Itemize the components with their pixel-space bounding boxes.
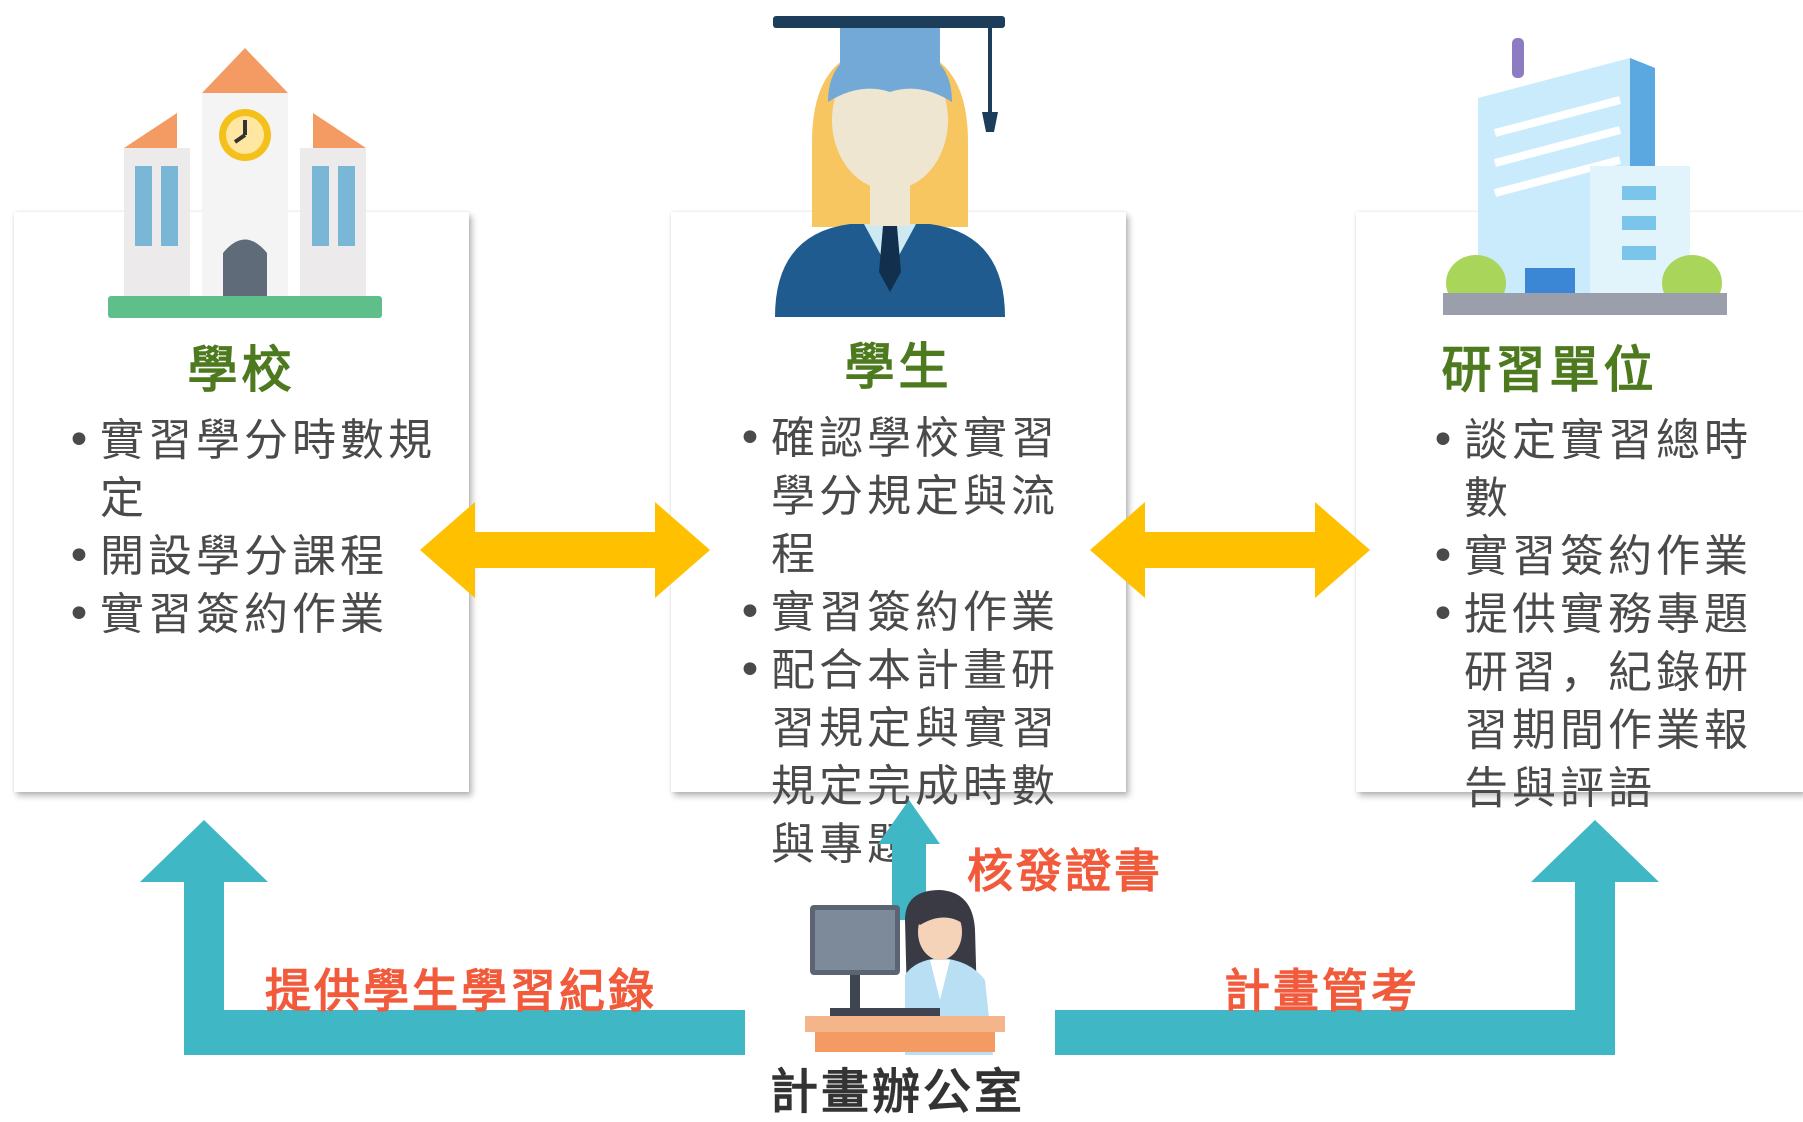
graduate-student-icon <box>773 16 1005 317</box>
to-school-label: 提供學生學習紀錄 <box>265 964 657 1018</box>
school-student-double-arrow <box>420 502 710 598</box>
student-duty-item: 配合本計畫研習規定與實習規定完成時數與專題 <box>737 642 1081 874</box>
student-card: 學生 確認學校實習學分規定與流程 實習簽約作業 配合本計畫研習規定與實習規定完成… <box>671 212 1126 870</box>
student-duty-item: 實習簽約作業 <box>737 584 1081 642</box>
unit-title: 研習單位 <box>1441 341 1658 399</box>
office-building-icon <box>1443 38 1727 315</box>
school-duties-list: 實習學分時數規定 開設學分課程 實習簽約作業 <box>64 412 460 644</box>
school-title: 學校 <box>187 341 296 399</box>
unit-duty-item: 提供實務專題研習，紀錄研習期間作業報告與評語 <box>1430 586 1774 818</box>
school-building-icon <box>108 48 382 318</box>
student-duties-list: 確認學校實習學分規定與流程 實習簽約作業 配合本計畫研習規定與實習規定完成時數與… <box>735 410 1081 874</box>
office-title: 計畫辦公室 <box>770 1064 1026 1120</box>
school-duty-item: 實習學分時數規定 <box>66 412 460 528</box>
student-title: 學生 <box>844 338 953 396</box>
student-unit-double-arrow <box>1090 502 1370 598</box>
student-duty-item: 確認學校實習學分規定與流程 <box>737 410 1081 584</box>
unit-duty-item: 實習簽約作業 <box>1430 528 1774 586</box>
unit-duty-item: 談定實習總時數 <box>1430 412 1774 528</box>
school-duty-item: 開設學分課程 <box>66 528 460 586</box>
office-worker-icon <box>805 890 1005 1055</box>
to-student-label: 核發證書 <box>967 844 1163 898</box>
to-school-arrow <box>140 820 745 1055</box>
to-unit-label: 計畫管考 <box>1224 964 1420 1018</box>
unit-card: 研習單位 談定實習總時數 實習簽約作業 提供實務專題研習，紀錄研習期間作業報告與… <box>1356 212 1803 814</box>
unit-duties-list: 談定實習總時數 實習簽約作業 提供實務專題研習，紀錄研習期間作業報告與評語 <box>1428 412 1774 818</box>
school-duty-item: 實習簽約作業 <box>66 586 460 644</box>
to-student-arrow <box>878 800 940 920</box>
to-unit-arrow <box>1055 820 1659 1055</box>
